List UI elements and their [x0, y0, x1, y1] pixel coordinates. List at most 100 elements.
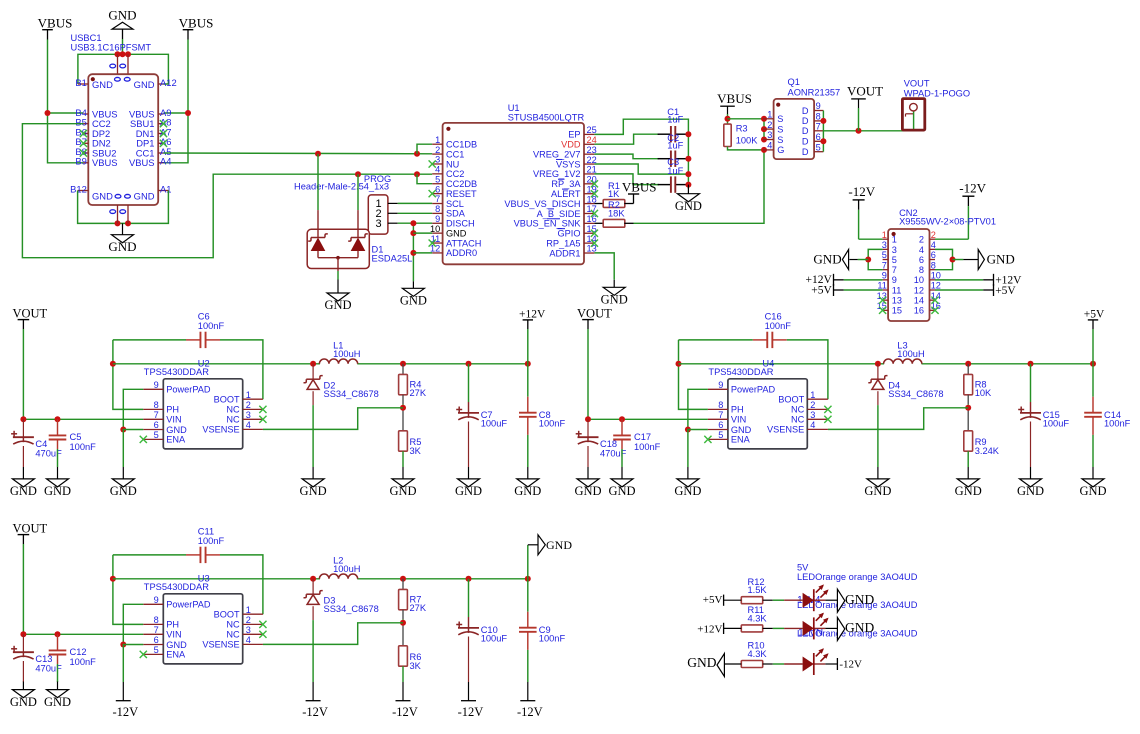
- svg-text:VBUS: VBUS: [129, 108, 155, 119]
- svg-text:CC2DB: CC2DB: [446, 179, 477, 189]
- svg-text:VBUS: VBUS: [622, 179, 657, 194]
- svg-text:8: 8: [154, 615, 159, 625]
- svg-text:TPS5430DDAR: TPS5430DDAR: [144, 582, 209, 592]
- svg-text:C14: C14: [1104, 410, 1121, 420]
- svg-text:VBUS: VBUS: [179, 16, 214, 31]
- svg-text:1: 1: [810, 390, 815, 400]
- svg-text:DN1: DN1: [136, 128, 155, 139]
- svg-text:-12V: -12V: [959, 180, 986, 195]
- svg-text:RP_1A5: RP_1A5: [546, 238, 580, 248]
- svg-text:USB3.1C16PFSMT: USB3.1C16PFSMT: [71, 42, 152, 52]
- svg-text:1uF: 1uF: [667, 166, 683, 176]
- svg-text:7: 7: [154, 410, 159, 420]
- svg-text:GND: GND: [10, 695, 37, 709]
- svg-text:7: 7: [435, 194, 440, 204]
- svg-text:GND: GND: [400, 294, 427, 308]
- svg-text:VOUT: VOUT: [12, 307, 47, 321]
- svg-text:-12V: -12V: [392, 705, 418, 719]
- svg-text:9: 9: [882, 271, 887, 281]
- svg-text:CC2: CC2: [446, 169, 464, 179]
- svg-text:GND: GND: [608, 484, 635, 498]
- svg-text:C7: C7: [481, 410, 493, 420]
- svg-text:GND: GND: [324, 298, 351, 312]
- svg-text:-12V: -12V: [112, 705, 138, 719]
- svg-text:SDA: SDA: [446, 209, 466, 219]
- svg-text:A1: A1: [160, 183, 171, 194]
- svg-text:GND: GND: [687, 655, 716, 670]
- svg-text:14: 14: [914, 296, 924, 306]
- svg-text:23: 23: [587, 145, 597, 155]
- svg-text:B1: B1: [75, 77, 86, 88]
- svg-text:C11: C11: [198, 527, 214, 537]
- svg-text:SBU1: SBU1: [130, 118, 155, 129]
- svg-text:-12V: -12V: [517, 705, 543, 719]
- svg-text:WPAD-1-POGO: WPAD-1-POGO: [904, 89, 970, 99]
- svg-text:GND: GND: [574, 484, 601, 498]
- svg-text:SS34_C8678: SS34_C8678: [324, 389, 379, 399]
- svg-text:VSENSE: VSENSE: [767, 425, 804, 435]
- svg-text:VSYS: VSYS: [556, 159, 581, 169]
- svg-text:1: 1: [882, 230, 887, 240]
- svg-text:+12V: +12V: [995, 275, 1022, 287]
- svg-text:2: 2: [931, 230, 936, 240]
- svg-text:100uF: 100uF: [481, 418, 508, 428]
- svg-text:13: 13: [892, 296, 902, 306]
- svg-text:VBUS_EN_SNK: VBUS_EN_SNK: [514, 219, 582, 229]
- svg-text:10K: 10K: [975, 388, 992, 398]
- svg-text:VSENSE: VSENSE: [202, 425, 239, 435]
- svg-text:5: 5: [154, 430, 159, 440]
- svg-text:8: 8: [816, 112, 821, 122]
- svg-text:R3: R3: [736, 124, 748, 134]
- svg-text:GND: GND: [44, 484, 71, 498]
- svg-text:4.3K: 4.3K: [748, 649, 768, 659]
- svg-text:-12V: -12V: [848, 184, 875, 199]
- svg-text:GND: GND: [601, 293, 628, 307]
- svg-text:S: S: [777, 114, 783, 124]
- svg-text:L1: L1: [333, 341, 343, 351]
- svg-text:C1: C1: [667, 107, 679, 117]
- svg-text:D2: D2: [324, 380, 336, 390]
- svg-text:5: 5: [154, 645, 159, 655]
- svg-text:C12: C12: [70, 647, 87, 657]
- svg-text:5: 5: [882, 250, 887, 260]
- svg-text:VBUS: VBUS: [92, 108, 118, 119]
- svg-text:PROG: PROG: [364, 174, 391, 184]
- svg-text:GND: GND: [455, 484, 482, 498]
- svg-text:CC1: CC1: [446, 149, 464, 159]
- svg-text:9: 9: [892, 275, 897, 285]
- svg-text:10: 10: [430, 224, 440, 234]
- svg-text:GND: GND: [108, 239, 136, 254]
- svg-text:+12V: +12V: [697, 623, 722, 635]
- svg-text:ENA: ENA: [166, 650, 186, 660]
- svg-text:3: 3: [882, 240, 887, 250]
- svg-text:3: 3: [767, 130, 772, 140]
- svg-text:TPS5430DDAR: TPS5430DDAR: [144, 367, 209, 377]
- svg-text:U2: U2: [198, 359, 210, 369]
- svg-text:GND: GND: [675, 199, 702, 213]
- svg-text:5: 5: [816, 142, 821, 152]
- svg-text:VDD: VDD: [561, 140, 581, 150]
- svg-text:GND: GND: [864, 484, 891, 498]
- svg-text:VSENSE: VSENSE: [202, 640, 239, 650]
- svg-text:7: 7: [154, 625, 159, 635]
- svg-text:B5: B5: [75, 117, 86, 128]
- svg-text:CN2: CN2: [899, 208, 918, 218]
- svg-text:A9: A9: [160, 107, 171, 118]
- svg-text:18: 18: [587, 194, 597, 204]
- svg-text:14: 14: [931, 291, 941, 301]
- svg-text:2: 2: [246, 615, 251, 625]
- svg-text:4: 4: [435, 165, 440, 175]
- svg-text:GND: GND: [92, 79, 113, 90]
- svg-text:R11: R11: [748, 605, 764, 615]
- svg-text:100nF: 100nF: [539, 633, 566, 643]
- svg-text:4: 4: [767, 141, 772, 151]
- svg-text:1: 1: [767, 110, 772, 120]
- svg-text:15: 15: [587, 224, 597, 234]
- svg-text:Header-Male-2.54_1x3: Header-Male-2.54_1x3: [294, 181, 389, 191]
- svg-text:6: 6: [154, 635, 159, 645]
- svg-text:B9: B9: [75, 156, 86, 167]
- svg-text:VOUT: VOUT: [847, 84, 883, 99]
- svg-text:4: 4: [810, 420, 815, 430]
- svg-text:DP1: DP1: [136, 138, 154, 149]
- svg-text:GND: GND: [546, 538, 572, 552]
